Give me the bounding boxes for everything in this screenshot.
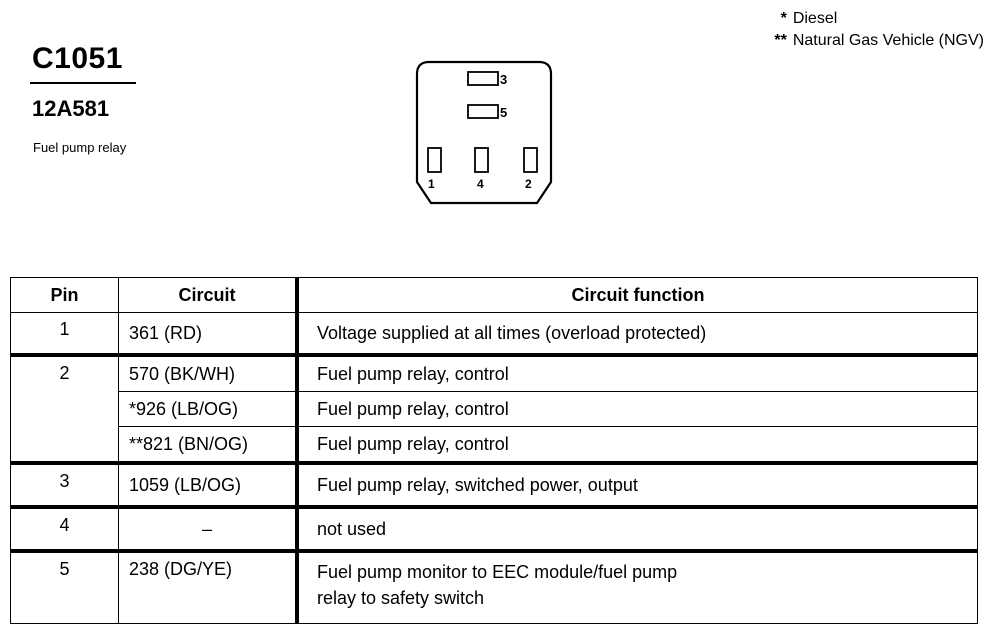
connector-outline <box>415 60 553 205</box>
legend-label: Diesel <box>792 10 838 27</box>
pin-cell: 2 <box>10 354 119 465</box>
pin-label-4: 4 <box>477 177 484 191</box>
pin-slot-5 <box>467 104 499 119</box>
pin-slot-3 <box>467 71 499 86</box>
function-line: Fuel pump monitor to EEC module/fuel pum… <box>317 562 678 582</box>
title-underline <box>30 82 136 84</box>
function-cell: Fuel pump relay, control <box>296 391 978 427</box>
legend-mark: ** <box>774 32 787 49</box>
pin-label-2: 2 <box>525 177 532 191</box>
pin-circuit-table: Pin Circuit Circuit function 1 361 (RD) … <box>10 277 978 624</box>
pin-cell: 1 <box>10 312 119 357</box>
function-cell: Fuel pump relay, control <box>296 354 978 392</box>
circuit-cell: **821 (BN/OG) <box>118 426 299 465</box>
table-row: *926 (LB/OG) Fuel pump relay, control <box>11 391 978 427</box>
table-header-row: Pin Circuit Circuit function <box>10 277 978 313</box>
function-line: relay to safety switch <box>317 588 485 608</box>
pin-label-5: 5 <box>500 105 507 120</box>
connector-id: C1051 <box>32 42 123 75</box>
function-cell: Fuel pump relay, control <box>296 426 978 465</box>
table-row: 1 361 (RD) Voltage supplied at all times… <box>10 312 978 357</box>
function-cell: not used <box>296 506 978 553</box>
pin-label-3: 3 <box>500 72 507 87</box>
pin-slot-4 <box>474 147 489 173</box>
circuit-cell: 238 (DG/YE) <box>118 550 299 624</box>
footnote-legend: * Diesel ** Natural Gas Vehicle (NGV) <box>757 8 984 52</box>
column-header-function: Circuit function <box>296 277 978 313</box>
pin-cell: 3 <box>10 462 119 509</box>
table-row: 4 – not used <box>10 506 978 553</box>
circuit-cell: – <box>118 506 299 553</box>
pin-label-1: 1 <box>428 177 435 191</box>
table-row: **821 (BN/OG) Fuel pump relay, control <box>11 426 978 465</box>
circuit-cell: 1059 (LB/OG) <box>118 462 299 509</box>
legend-item-ngv: ** Natural Gas Vehicle (NGV) <box>757 30 984 52</box>
function-cell: Fuel pump monitor to EEC module/fuel pum… <box>296 550 978 624</box>
circuit-cell: 361 (RD) <box>118 312 299 357</box>
pin-slot-2 <box>523 147 538 173</box>
function-cell: Fuel pump relay, switched power, output <box>296 462 978 509</box>
part-description: Fuel pump relay <box>33 140 127 155</box>
table-row: 2 570 (BK/WH) Fuel pump relay, control <box>10 354 978 465</box>
legend-item-diesel: * Diesel <box>757 8 984 30</box>
pin-cell: 4 <box>10 506 119 553</box>
connector-face-diagram: 3 5 1 4 2 <box>415 60 553 205</box>
circuit-cell: *926 (LB/OG) <box>118 391 299 427</box>
legend-label: Natural Gas Vehicle (NGV) <box>792 32 984 49</box>
part-number: 12A581 <box>32 96 110 121</box>
pin-slot-1 <box>427 147 442 173</box>
circuit-cell: 570 (BK/WH) <box>118 354 299 392</box>
column-header-pin: Pin <box>10 277 119 313</box>
pin-cell: 5 <box>10 550 119 624</box>
function-cell: Voltage supplied at all times (overload … <box>296 312 978 357</box>
legend-mark: * <box>780 10 787 27</box>
table-row: 5 238 (DG/YE) Fuel pump monitor to EEC m… <box>10 550 978 624</box>
table-row: 3 1059 (LB/OG) Fuel pump relay, switched… <box>10 462 978 509</box>
column-header-circuit: Circuit <box>118 277 299 313</box>
